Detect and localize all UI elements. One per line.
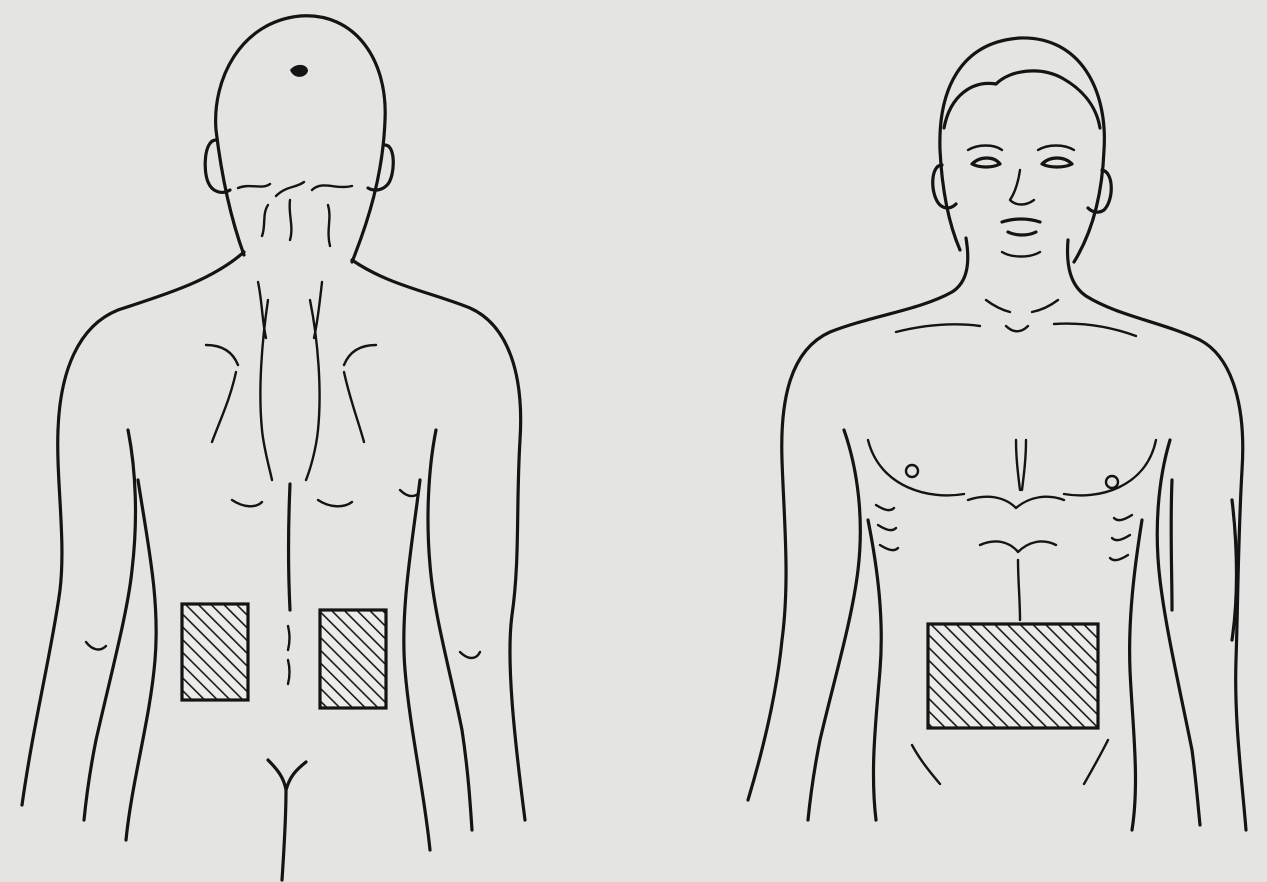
back-spine — [289, 484, 291, 610]
back-right-electrode-pad — [320, 610, 386, 708]
front-abdominal-electrode-pad — [928, 624, 1098, 728]
back-left-electrode-pad — [182, 604, 248, 700]
